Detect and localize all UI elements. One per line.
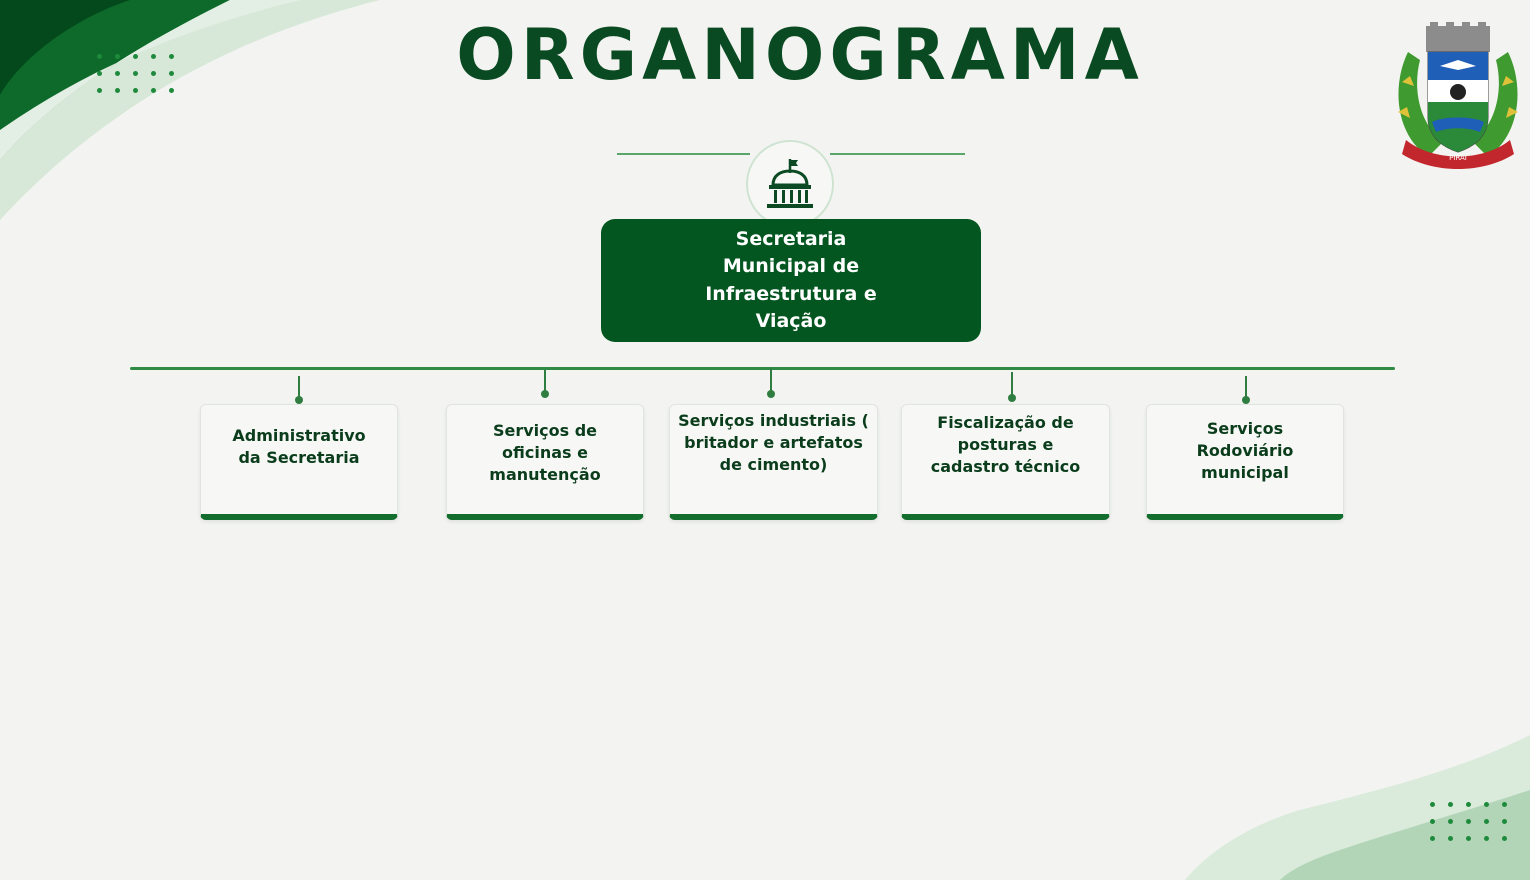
branch-line (130, 367, 1395, 370)
government-building-icon (767, 159, 813, 208)
page-title: ORGANOGRAMA (456, 14, 1144, 96)
header-divider-right (830, 153, 965, 155)
root-node-label: Secretaria Municipal de Infraestrutura e… (705, 227, 877, 333)
child-node-rodoviario: Serviços Rodoviário municipal (1146, 404, 1344, 520)
decorative-dots-top-left (97, 54, 175, 93)
connector-5 (1242, 376, 1250, 404)
child-node-fiscalizacao: Fiscalização de posturas e cadastro técn… (901, 404, 1110, 520)
child-node-servicos-industriais: Serviços industriais ( britador e artefa… (669, 404, 878, 520)
header-divider-left (617, 153, 750, 155)
connector-4 (1008, 372, 1016, 402)
icon-badge (746, 140, 834, 228)
root-node-secretaria: Secretaria Municipal de Infraestrutura e… (601, 219, 981, 342)
child-node-administrativo: Administrativo da Secretaria (200, 404, 398, 520)
connector-3 (767, 368, 775, 398)
child-node-label: Administrativo da Secretaria (232, 425, 366, 467)
child-node-label: Serviços industriais ( britador e artefa… (678, 410, 869, 474)
decorative-dots-bottom-right (1430, 802, 1508, 841)
child-node-label: Fiscalização de posturas e cadastro técn… (930, 412, 1081, 476)
child-node-label: Serviços de oficinas e manutenção (489, 420, 601, 484)
child-node-oficinas: Serviços de oficinas e manutenção (446, 404, 644, 520)
connector-1 (295, 376, 303, 404)
svg-text:PIRAÍ: PIRAÍ (1449, 153, 1467, 162)
coat-of-arms-emblem: PIRAÍ (1398, 22, 1518, 169)
child-node-label: Serviços Rodoviário municipal (1196, 418, 1294, 482)
connector-2 (541, 370, 549, 398)
